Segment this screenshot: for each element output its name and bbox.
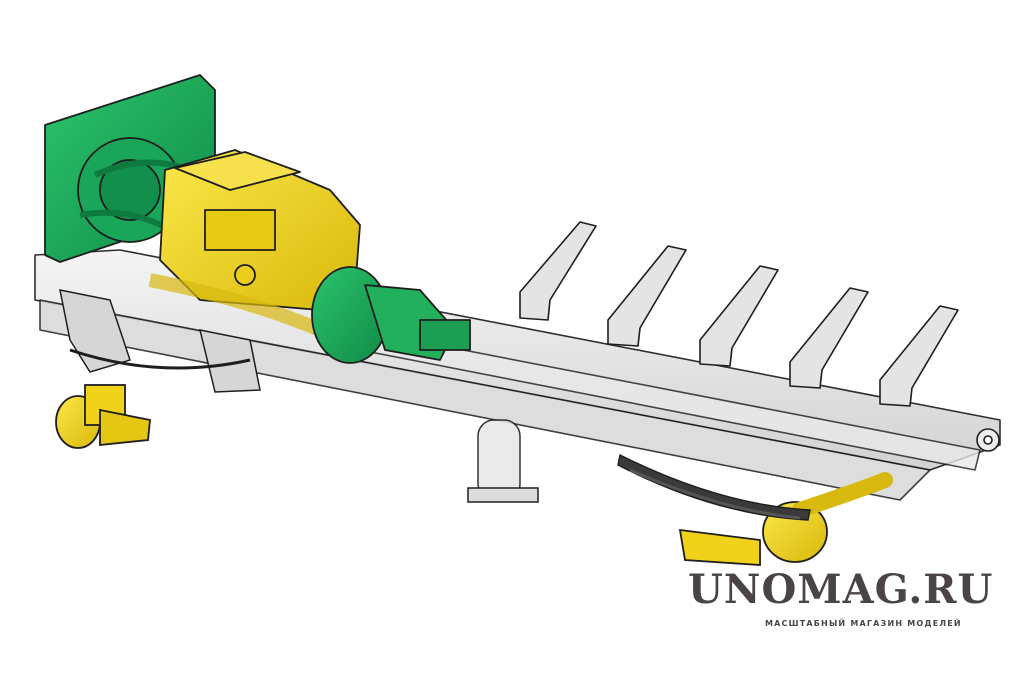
engine: [148, 149, 361, 337]
front-axle: [55, 384, 151, 449]
front-suspension: [59, 289, 261, 393]
transmission: [311, 266, 471, 364]
fuel-tank: [467, 419, 539, 503]
watermark-subtitle: МАСШТАБНЫЙ МАГАЗИН МОДЕЛЕЙ: [765, 619, 962, 628]
cross-supports: [519, 221, 959, 407]
leaf-spring: [617, 453, 811, 521]
watermark-title: UNOMAG.RU: [688, 566, 994, 613]
